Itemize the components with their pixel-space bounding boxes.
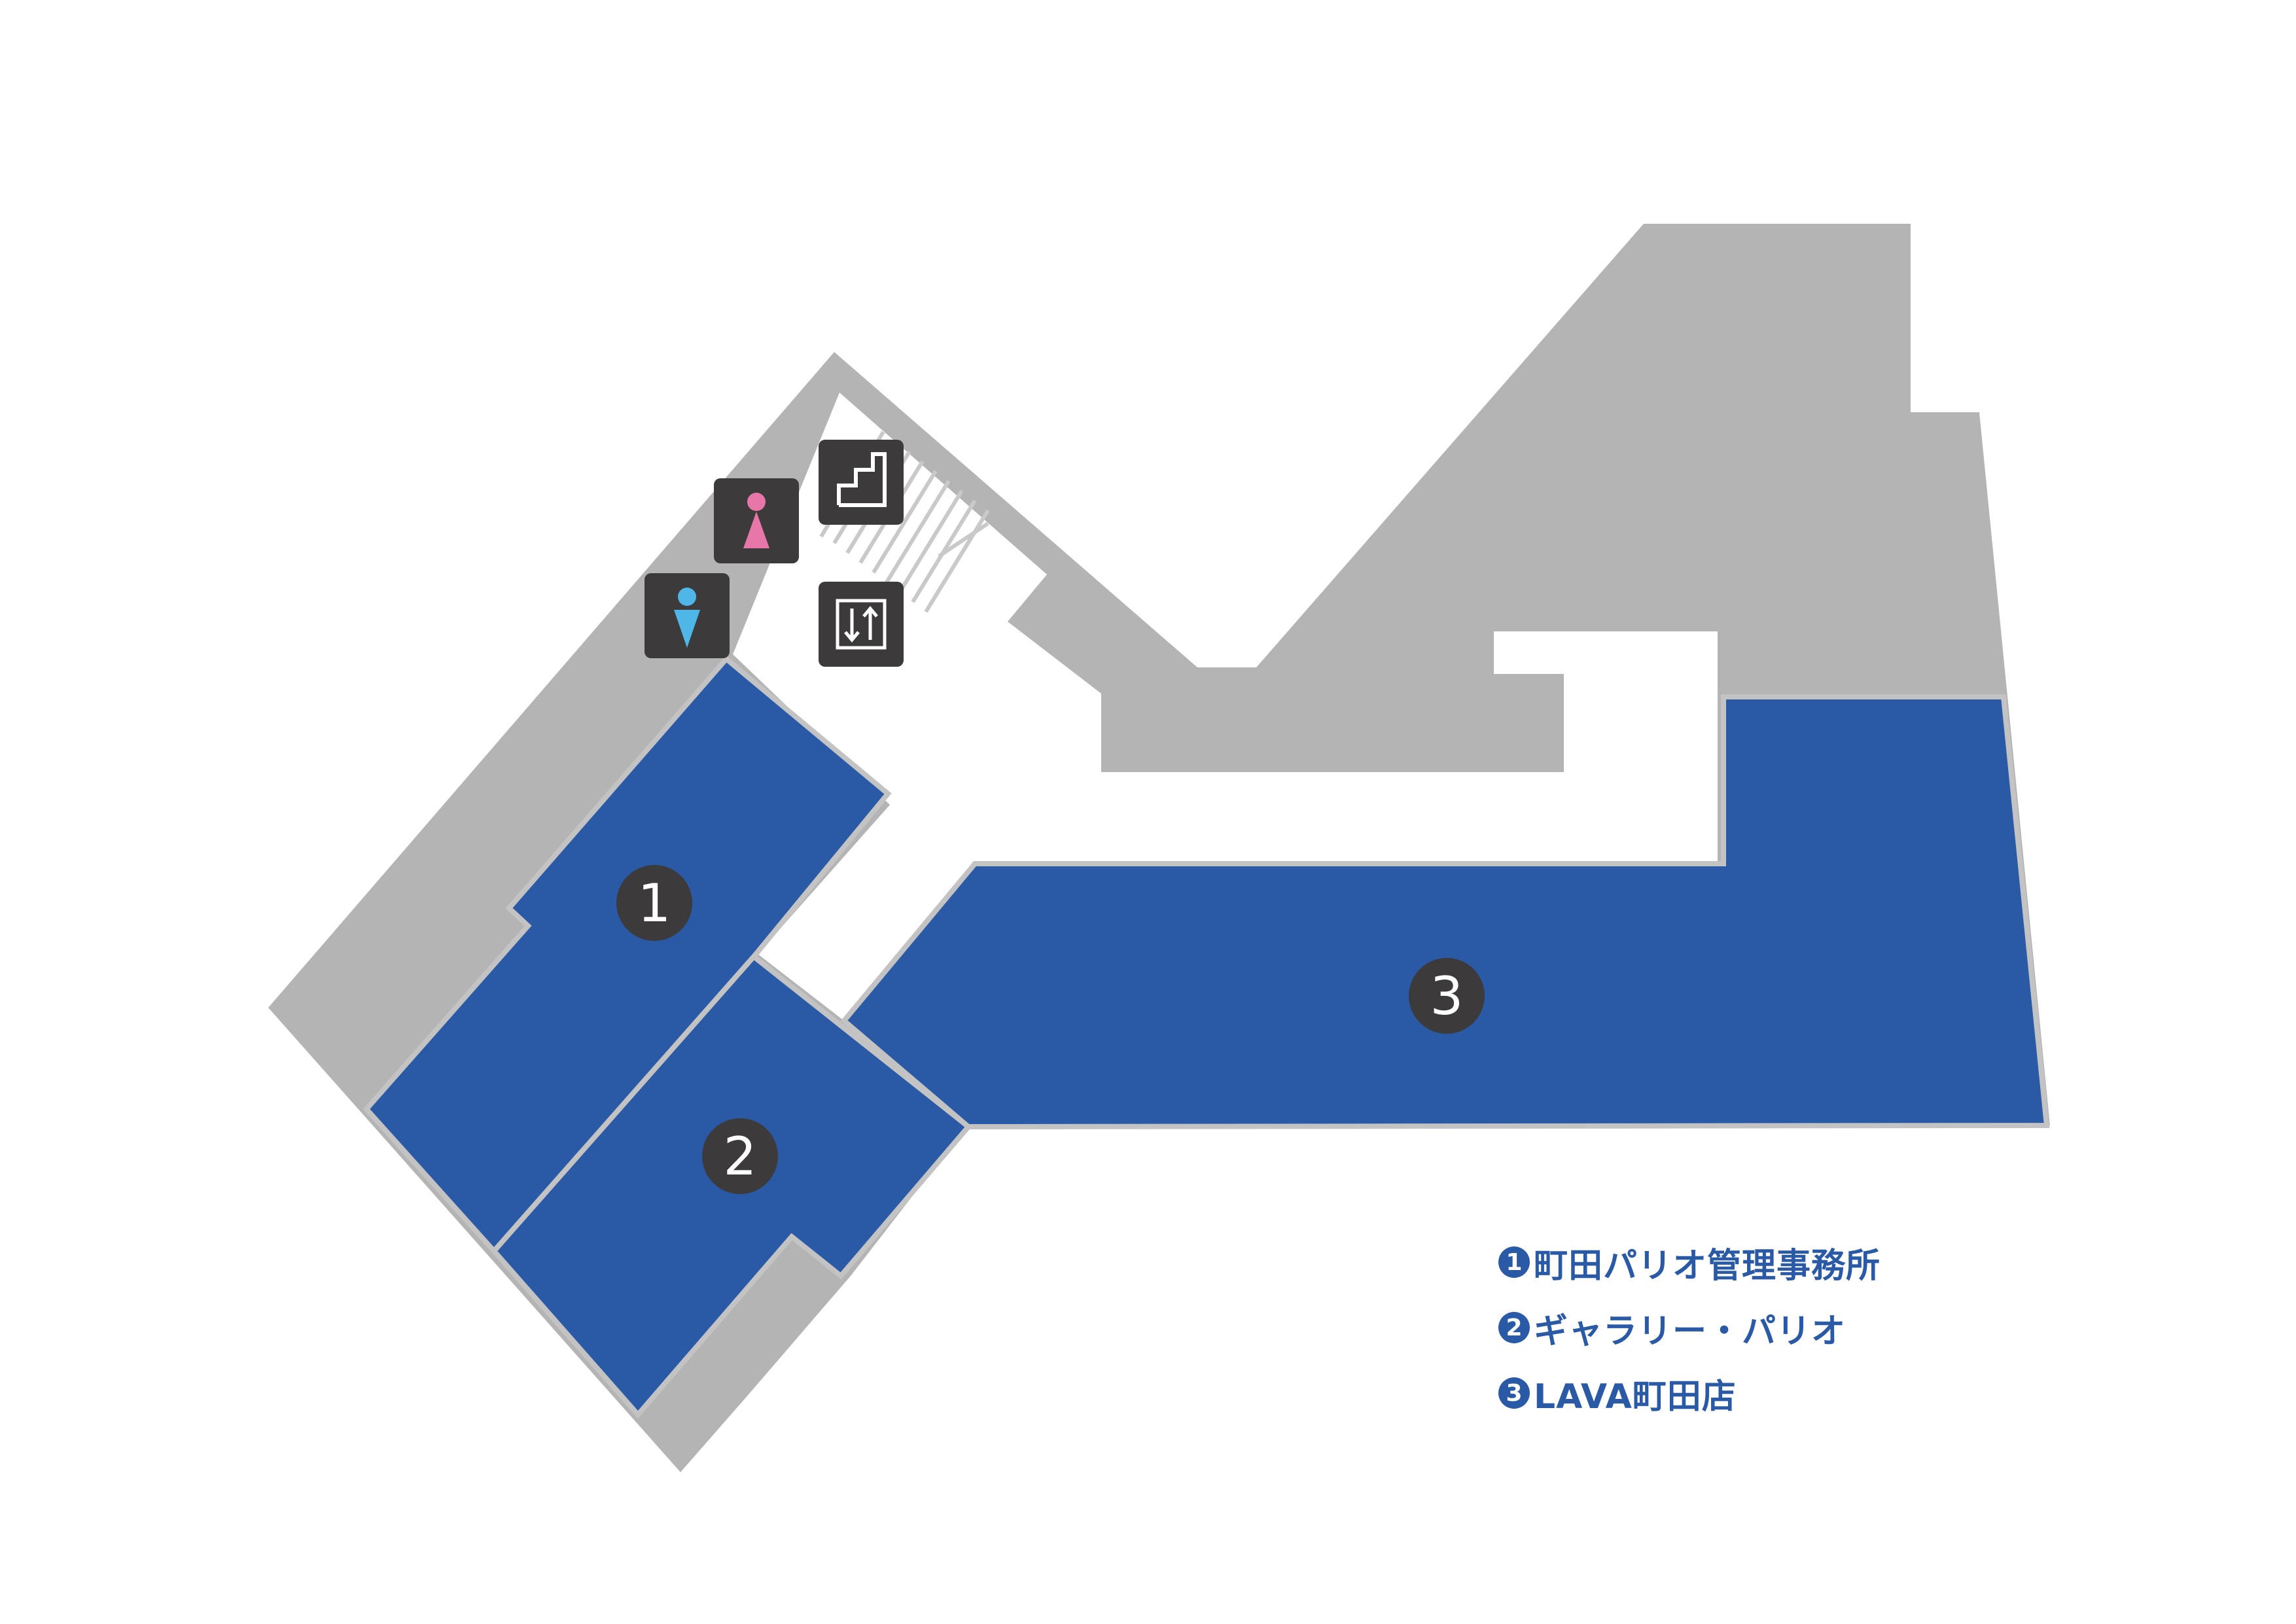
legend-label: LAVA町田店 xyxy=(1534,1377,1737,1417)
shop-marker-3[interactable]: 3 xyxy=(1409,958,1485,1034)
shop-number-3: 3 xyxy=(1430,966,1464,1027)
shop-number-1: 1 xyxy=(638,873,671,934)
corridor xyxy=(733,393,1718,1021)
shop-marker-1[interactable]: 1 xyxy=(616,865,692,941)
elevator-icon xyxy=(819,582,904,667)
legend-item[interactable]: 3 LAVA町田店 xyxy=(1498,1370,1881,1417)
mens-restroom-icon xyxy=(645,573,730,658)
legend-label: ギャラリー・パリオ xyxy=(1534,1311,1846,1351)
womens-restroom-icon xyxy=(714,478,799,563)
legend-number: 1 xyxy=(1498,1246,1530,1278)
legend-number: 3 xyxy=(1498,1377,1530,1409)
stairs-icon xyxy=(819,440,904,525)
legend-item[interactable]: 1 町田パリオ管理事務所 xyxy=(1498,1239,1881,1286)
shop-area-3[interactable] xyxy=(840,694,2050,1130)
legend: 1 町田パリオ管理事務所 2 ギャラリー・パリオ 3 LAVA町田店 xyxy=(1498,1239,1881,1436)
shop-marker-2[interactable]: 2 xyxy=(702,1118,778,1194)
legend-number: 2 xyxy=(1498,1312,1530,1343)
shop-area-1[interactable] xyxy=(362,655,892,1256)
shop-number-2: 2 xyxy=(724,1126,757,1187)
legend-item[interactable]: 2 ギャラリー・パリオ xyxy=(1498,1305,1881,1351)
legend-label: 町田パリオ管理事務所 xyxy=(1534,1246,1881,1286)
